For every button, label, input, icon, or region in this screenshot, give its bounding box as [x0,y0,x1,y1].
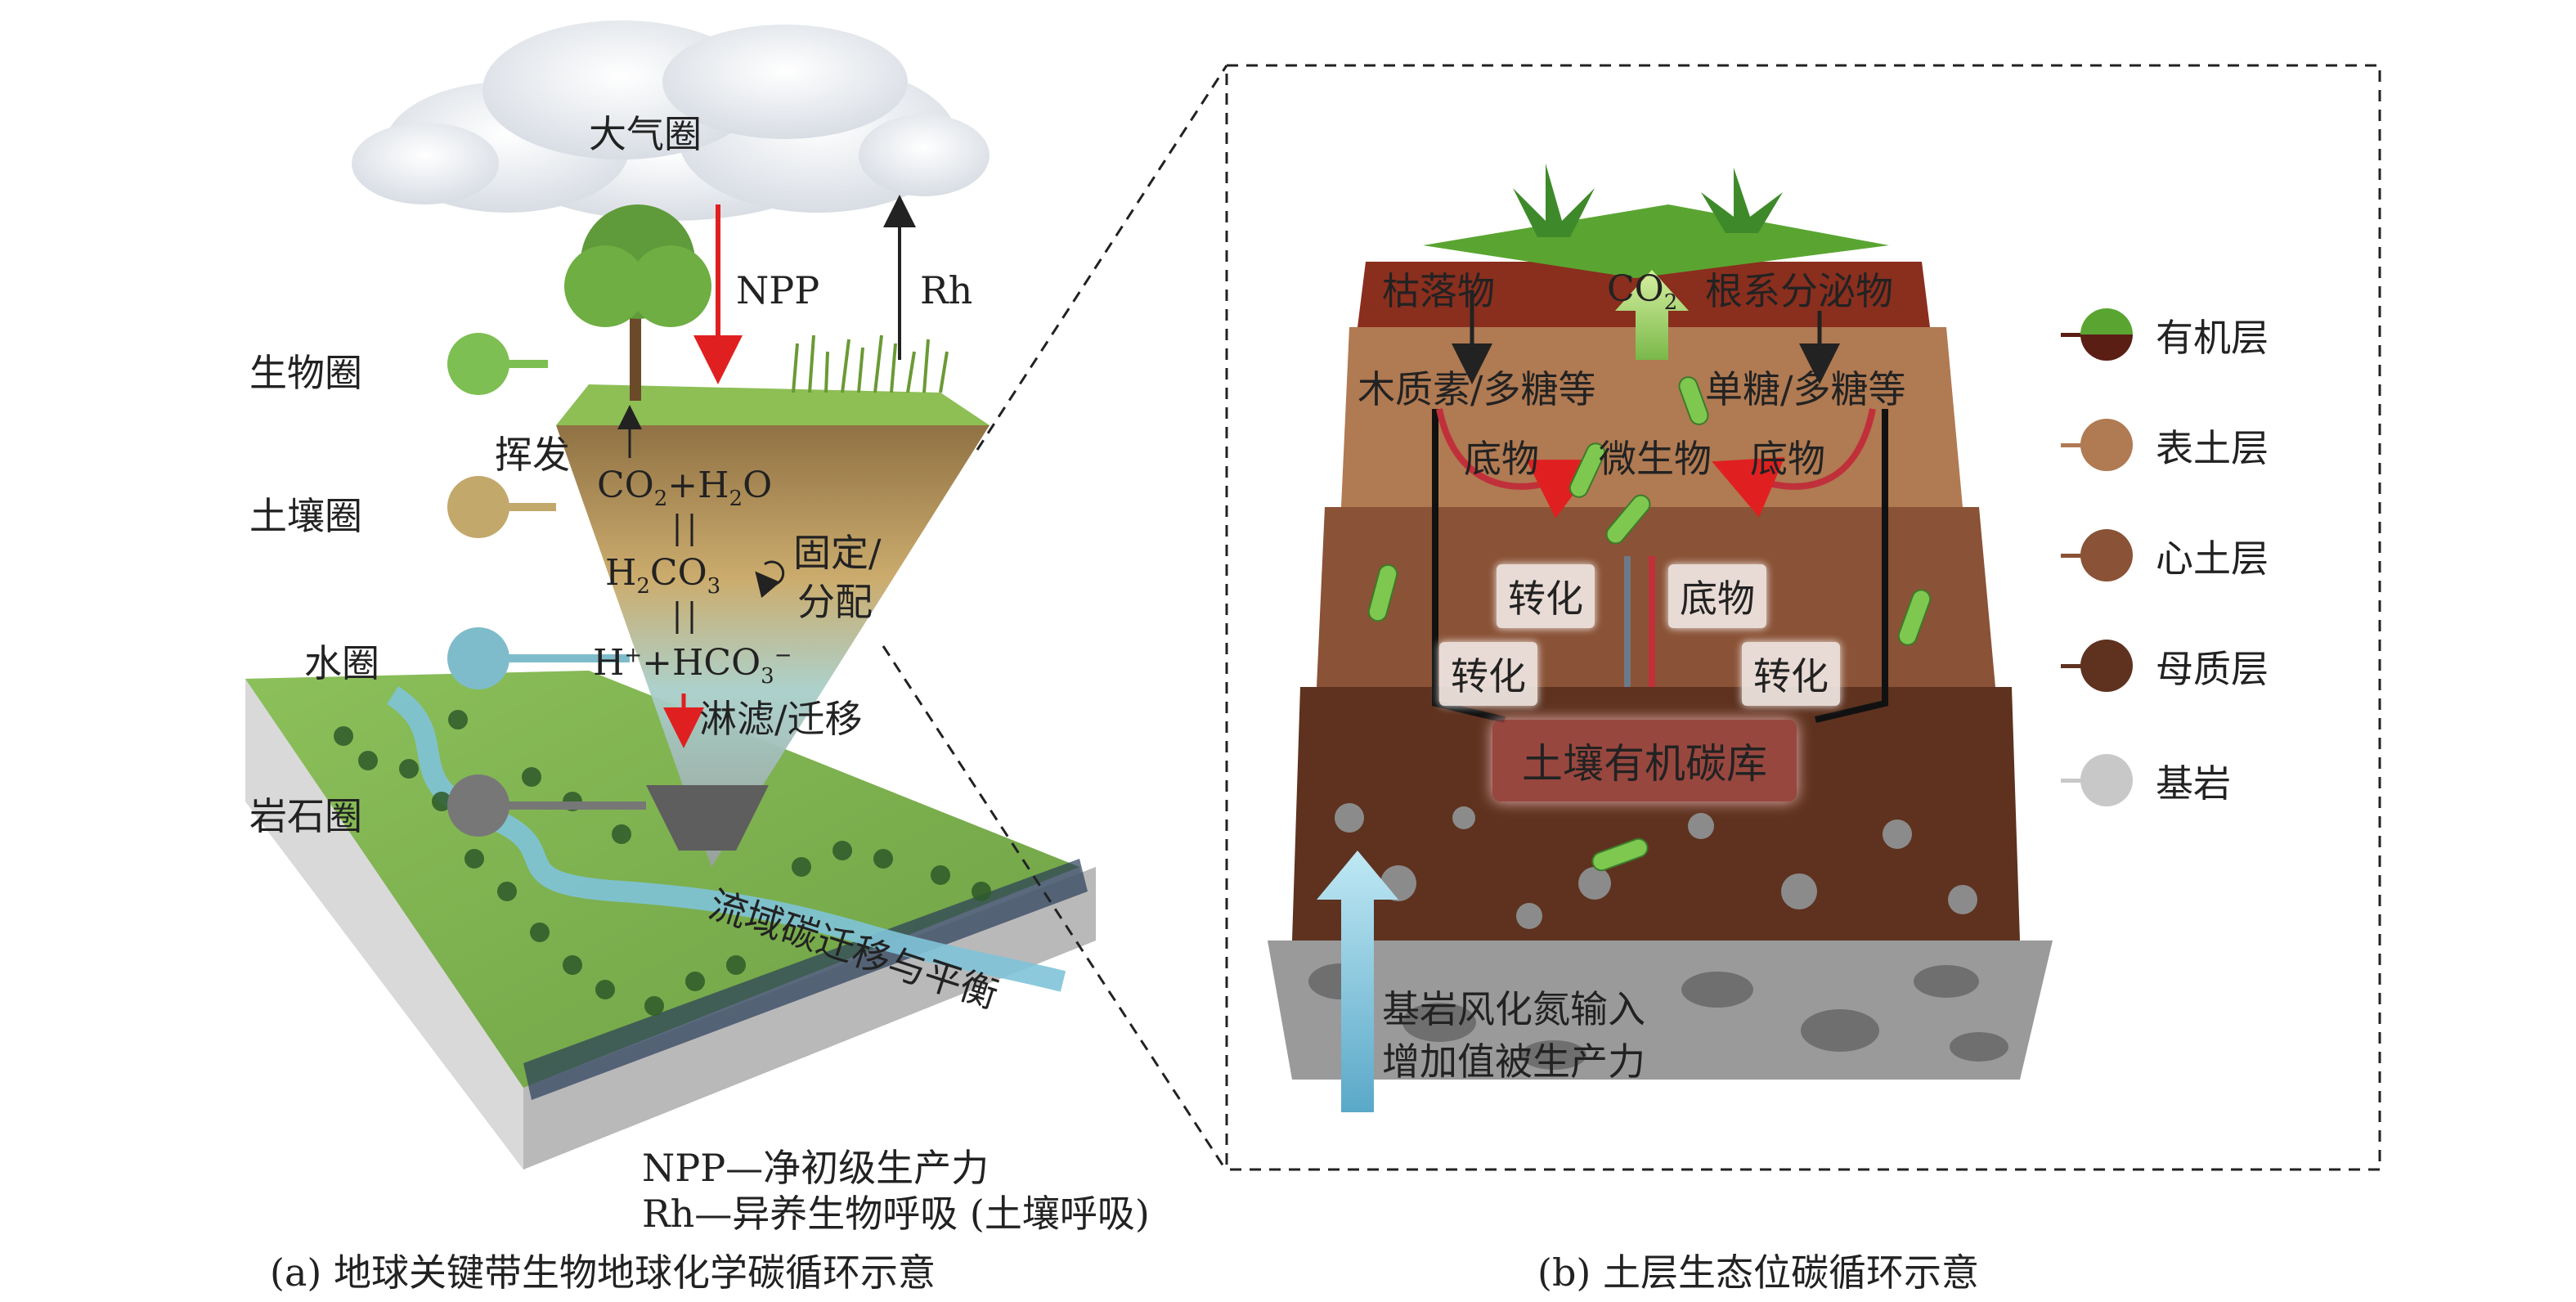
npp-label: NPP [736,268,820,312]
substrate-arrows [1436,408,1876,519]
lithosphere-label: 岩石圈 [249,794,362,838]
h2co3-formula: H2CO3 [605,552,721,599]
caption-b: (b) 土层生态位碳循环示意 [1537,1250,1979,1295]
legend-label: 表土层 [2156,426,2269,470]
legend-item: 基岩 [2061,748,2231,814]
legend-item: 有机层 [2061,303,2269,368]
transform-box-2: 转化 [1439,642,1537,706]
litter-label: 枯落物 [1382,269,1495,313]
cloud-illustration [352,20,990,221]
fix-allocate-label-2: 分配 [797,580,873,624]
biosphere-label: 生物圈 [249,351,362,395]
biosphere-dot [447,333,509,395]
note-npp: NPP—净初级生产力 [642,1146,990,1190]
landscape-block [245,671,1096,1170]
pedosphere-dot [447,476,509,538]
hco3-formula: H++HCO3− [593,642,792,689]
legend-item: 心土层 [2061,523,2269,589]
weathering-arrow [1317,851,1398,1112]
microbe-icons [1367,376,1932,872]
hydrosphere-dot [447,627,509,689]
co2-h2o-formula: CO2+H2O [597,465,773,511]
lignin-label: 木质素/多糖等 [1358,367,1596,411]
co2-arrow [1615,270,1689,360]
cycle-arrow [755,560,785,599]
legend-swatch [2061,519,2134,593]
legend-label: 母质层 [2156,647,2269,691]
lithosphere-dot [447,774,509,837]
leach-label: 淋滤/迁移 [699,697,863,741]
zoom-line-bottom [882,645,1228,1172]
weathering-label-2: 增加值被生产力 [1382,1039,1645,1084]
co2-label: CO2 [1607,268,1678,315]
legend-label: 基岩 [2156,761,2231,806]
weathering-label-1: 基岩风化氮输入 [1382,987,1645,1031]
rh-label: Rh [920,268,973,312]
microbe-label: 微生物 [1599,437,1712,481]
atmosphere-label: 大气圈 [589,112,702,156]
legend-swatch [2061,630,2134,703]
fix-allocate-label-1: 固定/ [793,531,882,575]
panel-b-frame [1225,64,2381,1171]
legend-swatch [2061,299,2134,372]
legend-swatch [2061,744,2134,818]
equilibrium-arrows [675,514,693,634]
legend-item: 表土层 [2061,413,2269,478]
substrate-right-label: 底物 [1750,437,1825,481]
note-rh: Rh—异养生物呼吸 (土壤呼吸) [642,1192,1150,1236]
legend-item: 母质层 [2061,634,2269,699]
zoom-line-top [976,65,1228,451]
substrate-left-label: 底物 [1464,437,1539,481]
soil-cone [556,204,990,867]
root-exudate-label: 根系分泌物 [1705,269,1893,313]
hydrosphere-label: 水圈 [304,641,379,685]
substrate-box: 底物 [1668,564,1766,628]
transform-box-1: 转化 [1497,564,1595,628]
soc-pool-box: 土壤有机碳库 [1492,720,1797,801]
legend-swatch [2061,409,2134,483]
mono-label: 单糖/多糖等 [1705,367,1906,411]
volatilize-label: 挥发 [495,433,570,477]
caption-a: (a) 地球关键带生物地球化学碳循环示意 [270,1250,936,1295]
flow-lines [1432,409,1888,723]
legend-label: 有机层 [2156,316,2269,360]
transform-box-3: 转化 [1742,642,1840,706]
pedosphere-label: 土壤圈 [249,494,362,538]
legend-label: 心土层 [2156,537,2269,581]
